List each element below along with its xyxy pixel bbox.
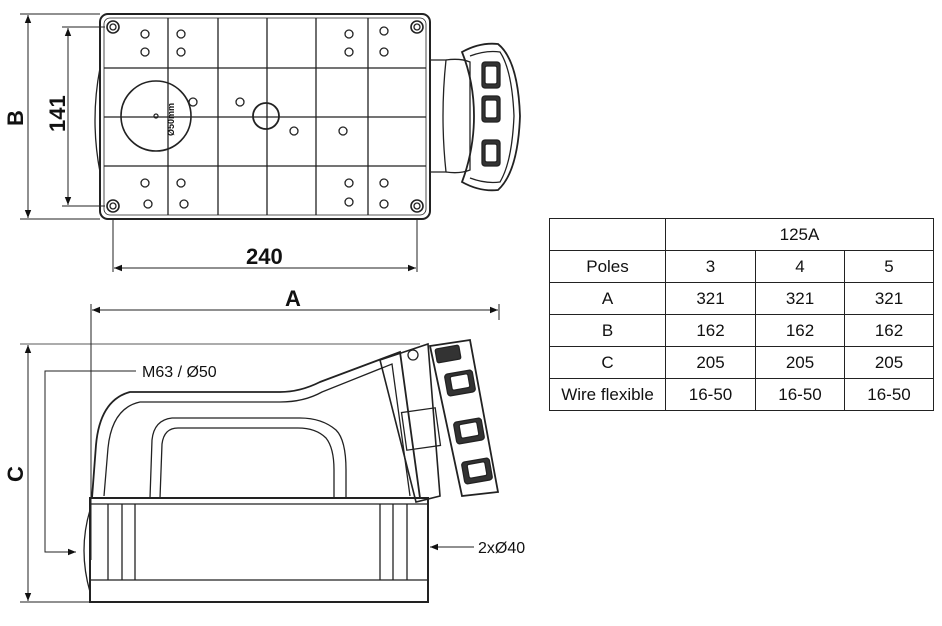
table-cell: 16-50	[665, 378, 756, 411]
dimension-b	[20, 13, 100, 220]
rating-header: 125A	[665, 218, 934, 251]
table-row: Wire flexible 16-50 16-50 16-50	[549, 378, 934, 411]
pole-3: 3	[665, 250, 756, 283]
table-cell: 162	[844, 314, 934, 347]
poles-label: Poles	[549, 250, 666, 283]
table-cell: 16-50	[844, 378, 934, 411]
dimension-a	[90, 304, 500, 560]
specification-table: 125A Poles 3 4 5 A 321 321 321 B 162 162…	[549, 218, 934, 411]
table-row: C 205 205 205	[549, 346, 934, 379]
pole-4: 4	[755, 250, 845, 283]
table-cell: 205	[665, 346, 756, 379]
dimension-c-label: C	[3, 466, 28, 482]
row-label: B	[549, 314, 666, 347]
hole-size-label: Ø50mm	[166, 103, 176, 136]
callout-top-entry-label: M63 / Ø50	[142, 364, 217, 381]
table-cell: 321	[844, 282, 934, 315]
table-cell: 205	[755, 346, 845, 379]
dimension-240-label: 240	[246, 244, 283, 269]
table-cell: 321	[755, 282, 845, 315]
row-label: Wire flexible	[549, 378, 666, 411]
row-label: A	[549, 282, 666, 315]
pole-5: 5	[844, 250, 934, 283]
table-cell: 205	[844, 346, 934, 379]
table-row: B 162 162 162	[549, 314, 934, 347]
table-cell: 16-50	[755, 378, 845, 411]
dimension-c	[20, 343, 420, 603]
table-cell: 321	[665, 282, 756, 315]
dimension-240	[112, 220, 418, 272]
dimension-b-label: B	[3, 110, 28, 126]
row-label: C	[549, 346, 666, 379]
callout-bottom-entry-label: 2xØ40	[478, 540, 525, 557]
table-row: A 321 321 321	[549, 282, 934, 315]
table-cell: 162	[665, 314, 756, 347]
dimension-141-label: 141	[45, 95, 70, 132]
table-row: Poles 3 4 5	[549, 250, 934, 283]
side-view	[83, 338, 500, 603]
table-row: 125A	[549, 218, 934, 251]
callout-top-entry	[44, 370, 136, 556]
top-view	[94, 13, 521, 220]
dimension-a-label: A	[285, 286, 301, 311]
table-cell: 162	[755, 314, 845, 347]
dimension-141	[62, 26, 105, 207]
